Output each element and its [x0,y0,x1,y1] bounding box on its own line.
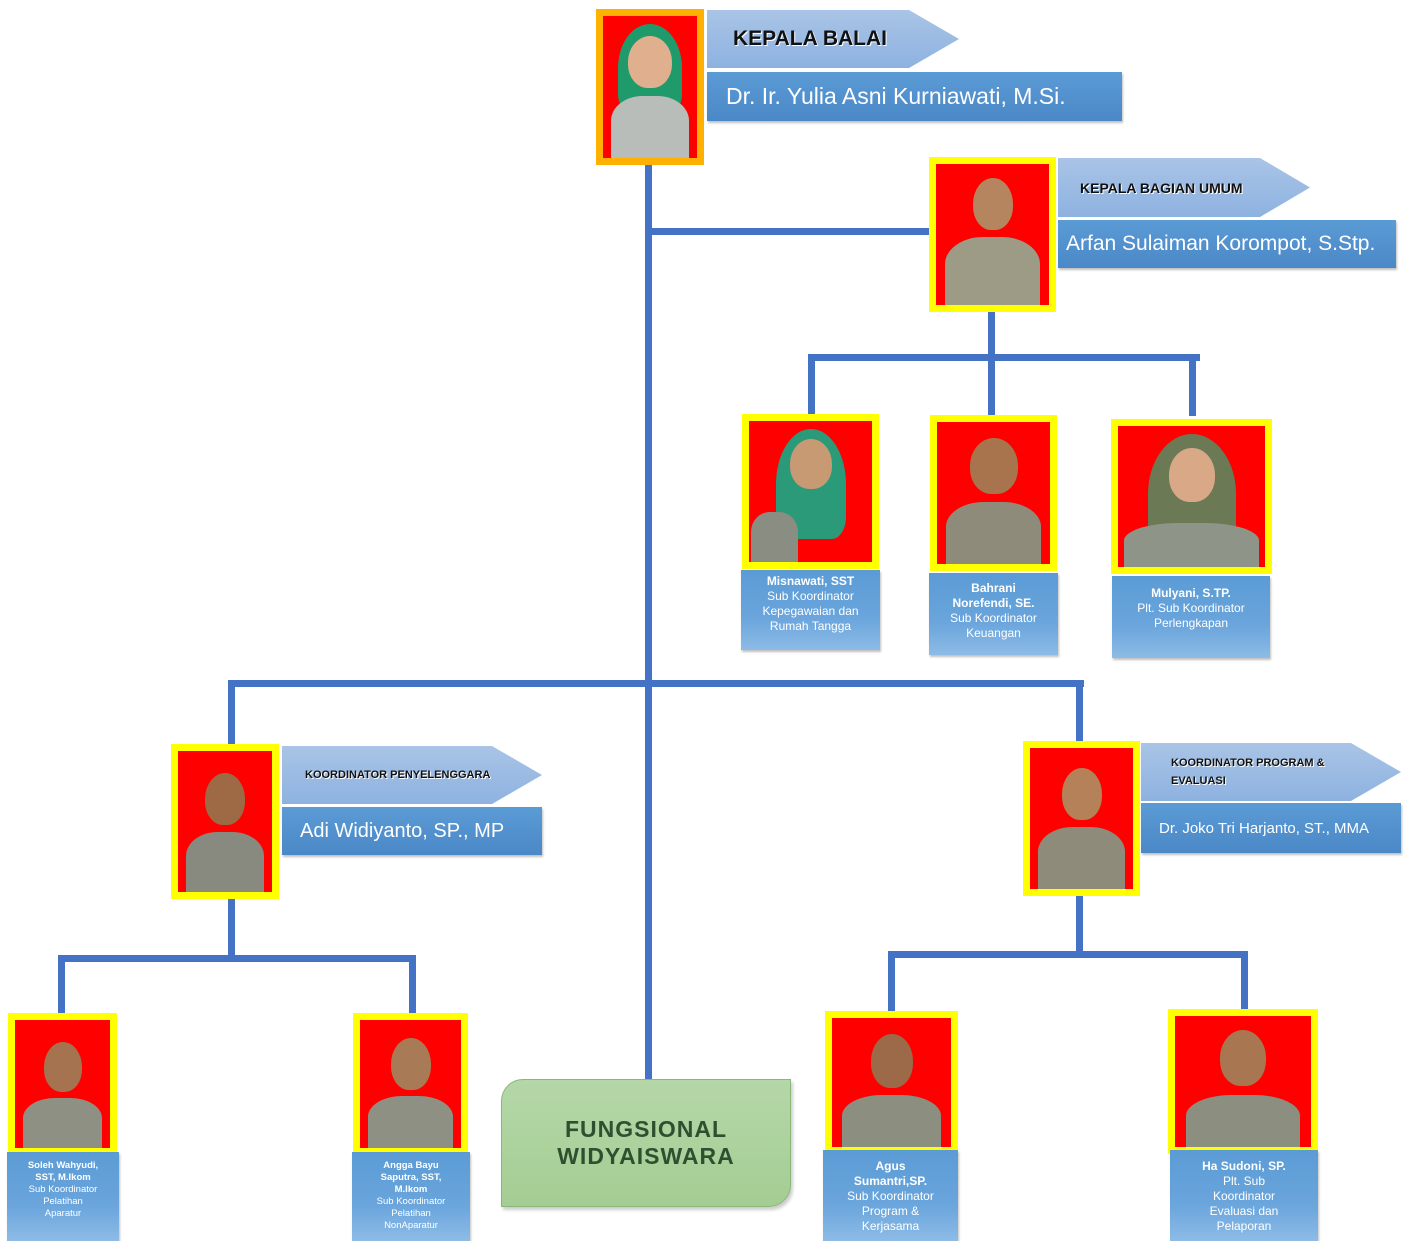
umum-photo [929,157,1056,312]
staff-name: Mulyani, S.TP. [1151,586,1231,600]
staff-role-line: Aparatur [44,1208,82,1219]
program-title-line: EVALUASI [1171,775,1226,787]
program-staff-2-caption: Ha Sudoni, SP. Plt. Sub Koordinator Eval… [1170,1150,1318,1241]
staff-role-line: Kepegawaian dan [762,604,859,618]
connector-program-down [1076,893,1083,955]
staff-role-line: Sub Koordinator [28,1184,98,1195]
umum-name: Arfan Sulaiman Korompot, S.Stp. [1066,232,1376,255]
staff-role-line: Sub Koordinator [847,1189,934,1203]
staff-role-line: Sub Koordinator [376,1196,446,1207]
penyelenggara-title: KOORDINATOR PENYELENGGARA [305,769,491,781]
connector-to-umum [645,228,930,235]
staff-role-line: Koordinator [1212,1189,1276,1203]
staff-name-line: SST, M.Ikom [35,1172,91,1183]
penyelenggara-photo [171,744,279,899]
person-silhouette [15,1020,110,1148]
staff-role-line: Evaluasi dan [1209,1204,1279,1218]
program-photo [1023,741,1140,896]
staff-name-line: Norefendi, SE. [952,596,1035,610]
connector-penyelenggara-left-drop [58,955,65,1015]
penyelenggara-title-banner: KOORDINATOR PENYELENGGARA [282,746,542,804]
connector-umum-right-drop [1189,354,1196,416]
person-silhouette [832,1018,951,1147]
connector-penyelenggara-drop [228,680,235,746]
program-title-line: KOORDINATOR PROGRAM & [1171,757,1325,769]
staff-name-line: Soleh Wahyudi, [27,1160,99,1171]
staff-role-line: Sub Koordinator [767,589,854,603]
head-name-box: Dr. Ir. Yulia Asni Kurniawati, M.Si. [707,72,1122,121]
umum-name-box: Arfan Sulaiman Korompot, S.Stp. [1058,220,1396,268]
penyelenggara-name: Adi Widiyanto, SP., MP [300,819,505,842]
connector-program-left-drop [888,951,895,1013]
head-photo [596,9,704,165]
umum-title: KEPALA BAGIAN UMUM [1080,179,1243,196]
program-staff-2-photo [1168,1009,1318,1154]
program-name: Dr. Joko Tri Harjanto, ST., MMA [1159,819,1370,837]
connector-penyelenggara-horizontal [58,955,416,962]
penyelenggara-staff-1-caption: Soleh Wahyudi, SST, M.Ikom Sub Koordinat… [7,1152,119,1241]
person-silhouette [936,164,1049,305]
connector-umum-left-drop [808,354,815,416]
penyelenggara-name-box: Adi Widiyanto, SP., MP [282,807,542,855]
program-title-banner: KOORDINATOR PROGRAM & EVALUASI [1141,743,1401,801]
staff-role-line: Pelaporan [1216,1219,1272,1233]
staff-role-line: Sub Koordinator [950,611,1037,625]
connector-penyelenggara-down [228,897,235,959]
penyelenggara-staff-1-photo [8,1013,117,1155]
connector-umum-mid-drop [988,354,995,416]
staff-name-line: Bahrani [971,581,1016,595]
program-staff-1-photo [825,1011,958,1154]
staff-role-line: Pelatihan [391,1208,431,1219]
staff-name: Ha Sudoni, SP. [1202,1159,1286,1173]
person-silhouette [1175,1016,1311,1147]
person-silhouette [360,1020,461,1148]
staff-name: Misnawati, SST [766,574,855,588]
program-staff-1-caption: Agus Sumantri,SP. Sub Koordinator Progra… [823,1150,958,1241]
staff-name-line: Sumantri,SP. [853,1174,928,1188]
umum-staff-1-photo [742,414,879,569]
staff-role-line: Plt. Sub Koordinator [1137,601,1245,615]
head-title-banner: KEPALA BALAI [707,10,959,68]
umum-staff-3-photo [1111,419,1272,574]
head-name: Dr. Ir. Yulia Asni Kurniawati, M.Si. [726,83,1066,109]
staff-role-line: NonAparatur [384,1220,438,1231]
staff-role-line: Pelatihan [43,1196,83,1207]
connector-program-drop [1076,680,1083,744]
staff-name-line: Angga Bayu [383,1160,439,1171]
umum-staff-2-photo [930,415,1057,571]
person-silhouette [937,422,1050,564]
staff-role-line: Kerjasama [861,1219,920,1233]
connector-program-horizontal [888,951,1248,958]
penyelenggara-staff-2-caption: Angga Bayu Saputra, SST, M.Ikom Sub Koor… [352,1152,470,1241]
connector-program-right-drop [1241,951,1248,1013]
person-silhouette [603,16,697,158]
fungsional-line: WIDYAISWARA [557,1143,735,1169]
staff-name-line: Saputra, SST, [380,1172,442,1183]
staff-role-line: Plt. Sub [1222,1174,1266,1188]
staff-role-line: Keuangan [966,626,1021,640]
person-silhouette [749,421,872,562]
umum-staff-2-caption: Bahrani Norefendi, SE. Sub Koordinator K… [929,573,1058,655]
umum-staff-3-caption: Mulyani, S.TP. Plt. Sub Koordinator Perl… [1112,576,1270,658]
staff-role-line: Rumah Tangga [769,619,852,633]
connector-coordinators-horizontal [228,680,1084,687]
connector-penyelenggara-right-drop [409,955,416,1015]
staff-role-line: Program & [861,1204,920,1218]
fungsional-line: FUNGSIONAL [564,1116,728,1142]
connector-main-vertical [645,160,652,1082]
staff-role-line: Perlengkapan [1153,616,1229,630]
person-silhouette [1030,748,1133,889]
person-silhouette [178,751,272,892]
connector-umum-horizontal [808,354,1200,361]
penyelenggara-staff-2-photo [353,1013,468,1155]
staff-name-line: M.Ikom [394,1184,428,1195]
umum-staff-1-caption: Misnawati, SST Sub Koordinator Kepegawai… [741,570,880,650]
staff-name-line: Agus [875,1159,906,1173]
program-name-box: Dr. Joko Tri Harjanto, ST., MMA [1141,803,1401,853]
head-title: KEPALA BALAI [733,27,887,50]
person-silhouette [1118,426,1265,567]
umum-title-banner: KEPALA BAGIAN UMUM [1058,158,1310,217]
connector-umum-down [988,310,995,360]
fungsional-widyaiswara-box: FUNGSIONAL WIDYAISWARA [501,1079,791,1207]
